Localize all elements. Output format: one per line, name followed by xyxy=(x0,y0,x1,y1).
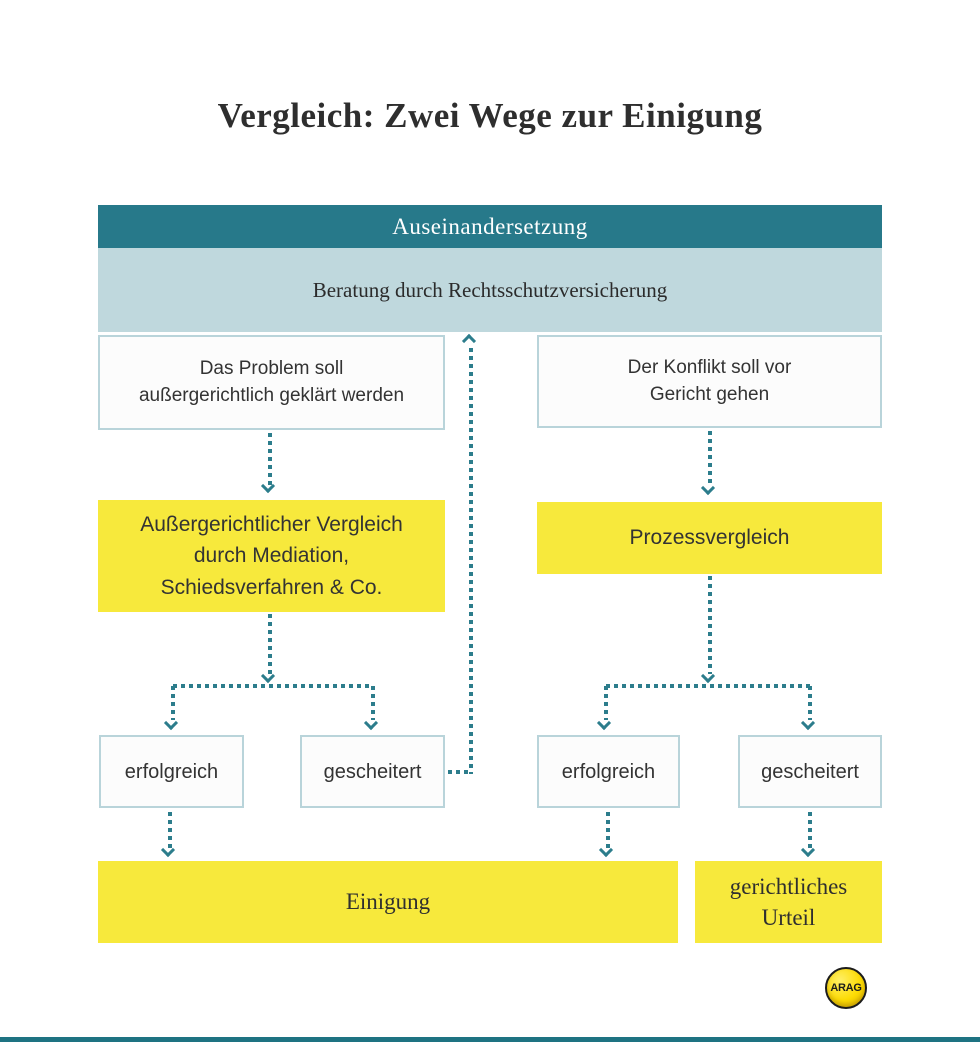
node-auseinandersetzung: Auseinandersetzung xyxy=(98,205,882,248)
arrowhead-down-icon xyxy=(260,668,276,684)
arrowhead-down-icon xyxy=(596,715,612,731)
arrow-problem-to-vergleich xyxy=(268,433,272,485)
node-problem-line: außergerichtlich geklärt werden xyxy=(138,384,405,406)
split-line-right xyxy=(606,684,812,688)
node-problem: Das Problem soll außergerichtlich geklär… xyxy=(98,335,445,430)
node-gescheitert-left: gescheitert xyxy=(300,735,445,808)
split-line-left xyxy=(173,684,373,688)
arag-logo-text: ARAG xyxy=(830,982,862,994)
arrowhead-down-icon xyxy=(800,842,816,858)
arrowhead-down-icon xyxy=(363,715,379,731)
arrow-erfolgreich-right-to-einigung xyxy=(606,812,610,848)
arrowhead-down-icon xyxy=(700,480,716,496)
node-beratung: Beratung durch Rechtsschutzversicherung xyxy=(98,248,882,332)
arrow-split-to-erfolgreich-left xyxy=(171,686,175,720)
node-einigung: Einigung xyxy=(98,861,678,943)
arrow-gescheitert-right-to-urteil xyxy=(808,812,812,848)
node-konflikt-line: Gericht gehen xyxy=(649,383,770,405)
node-gerichtliches-urteil-line: Urteil xyxy=(761,905,816,930)
arrowhead-down-icon xyxy=(160,842,176,858)
arrowhead-down-icon xyxy=(163,715,179,731)
node-problem-line: Das Problem soll xyxy=(199,357,344,379)
arrowhead-down-icon xyxy=(700,668,716,684)
node-konflikt: Der Konflikt soll vor Gericht gehen xyxy=(537,335,882,428)
node-aussergerichtlicher-vergleich-line: Schiedsverfahren & Co. xyxy=(160,575,383,599)
page-title: Vergleich: Zwei Wege zur Einigung xyxy=(217,96,763,135)
arrow-erfolgreich-left-to-einigung xyxy=(168,812,172,848)
arrow-split-to-gescheitert-right xyxy=(808,686,812,720)
node-konflikt-line: Der Konflikt soll vor xyxy=(627,356,792,378)
arrow-prozessvergleich-to-split xyxy=(708,576,712,674)
arrow-vergleich-to-split xyxy=(268,614,272,674)
node-aussergerichtlicher-vergleich-line: durch Mediation, xyxy=(193,544,350,568)
arrowhead-up-icon xyxy=(461,333,477,349)
arrowhead-down-icon xyxy=(598,842,614,858)
feedback-line-horizontal xyxy=(448,770,472,774)
arag-logo: ARAG xyxy=(825,967,867,1009)
node-gescheitert-right: gescheitert xyxy=(738,735,882,808)
node-prozessvergleich: Prozessvergleich xyxy=(537,502,882,574)
node-gerichtliches-urteil-line: gerichtliches xyxy=(729,873,848,899)
arrowhead-down-icon xyxy=(800,715,816,731)
arrowhead-down-icon xyxy=(260,478,276,494)
arrow-split-to-erfolgreich-right xyxy=(604,686,608,720)
node-erfolgreich-right: erfolgreich xyxy=(537,735,680,808)
node-erfolgreich-left: erfolgreich xyxy=(99,735,244,808)
node-aussergerichtlicher-vergleich-line: Außergerichtlicher Vergleich xyxy=(140,512,403,536)
arrow-split-to-gescheitert-left xyxy=(371,686,375,720)
feedback-line-vertical xyxy=(469,348,473,774)
node-gerichtliches-urteil: gerichtliches Urteil xyxy=(695,861,882,943)
node-aussergerichtlicher-vergleich: Außergerichtlicher Vergleich durch Media… xyxy=(98,500,445,612)
arrow-konflikt-to-prozessvergleich xyxy=(708,431,712,485)
footer-accent-bar xyxy=(0,1037,980,1042)
